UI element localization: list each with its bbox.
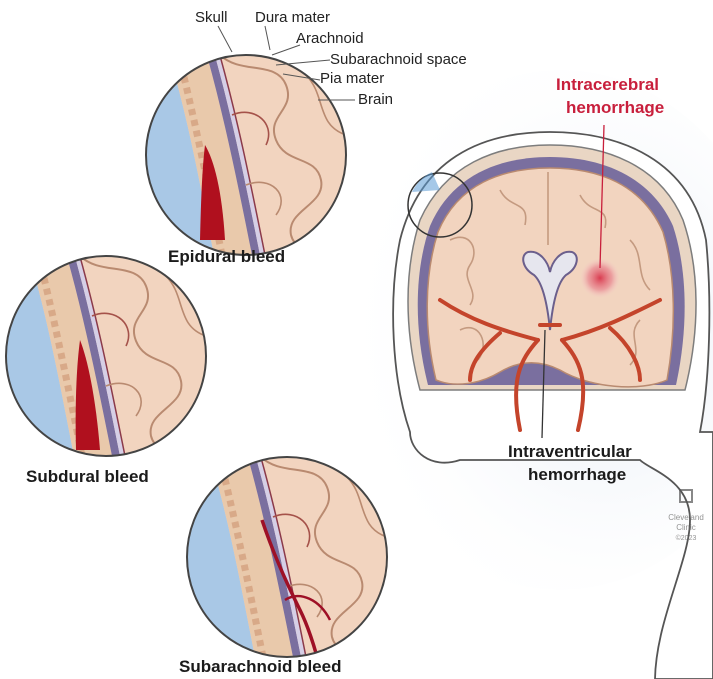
arachnoid-label: Arachnoid (296, 30, 364, 47)
watermark-line1: Cleveland (668, 513, 704, 522)
subdural-bleed-title: Subdural bleed (26, 467, 149, 486)
epidural-bleed-title: Epidural bleed (168, 247, 285, 266)
watermark-line3: ©2023 (676, 534, 697, 542)
skull-label: Skull (195, 9, 228, 26)
subarachnoid-space-label: Subarachnoid space (330, 51, 467, 68)
intracerebral-label-line1: Intracerebral (556, 75, 659, 94)
pia-mater-label: Pia mater (320, 70, 384, 87)
subarachnoid-circle (177, 447, 397, 667)
dura-mater-label: Dura mater (255, 9, 330, 26)
watermark-line2: Clinic (676, 523, 696, 532)
intraventricular-label-line1: Intraventricular (508, 442, 632, 461)
head-cross-section (393, 132, 713, 679)
subdural-circle (0, 246, 216, 466)
intraventricular-label-line2: hemorrhage (528, 465, 626, 484)
intracerebral-label-line2: hemorrhage (566, 98, 664, 117)
brain-label: Brain (358, 91, 393, 108)
subarachnoid-bleed-title: Subarachnoid bleed (179, 657, 341, 676)
